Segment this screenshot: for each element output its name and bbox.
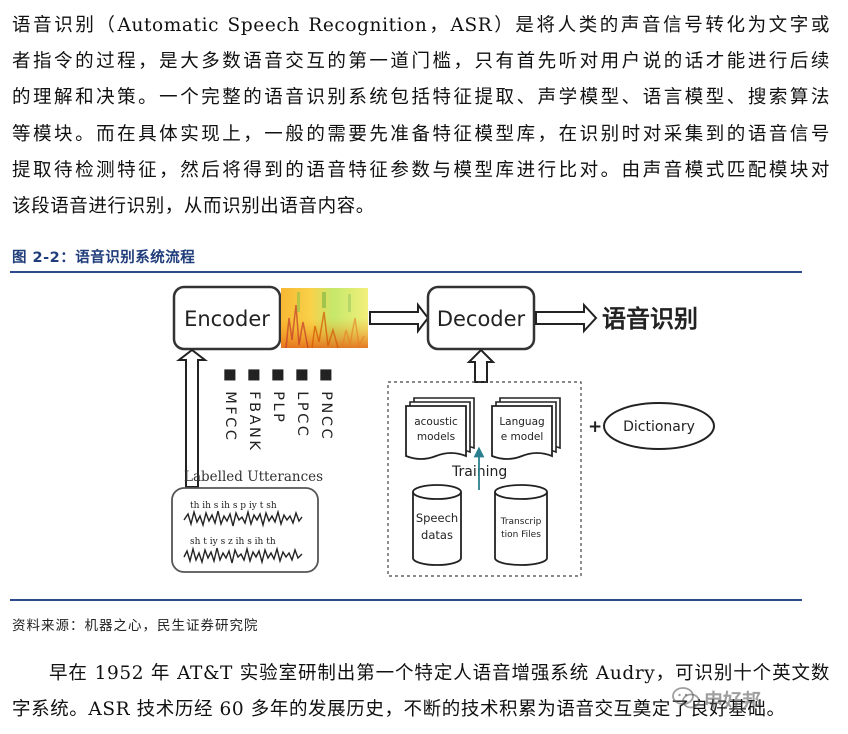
labelled-utterances-title: Labelled Utterances bbox=[184, 469, 323, 485]
transcription-label-1: Transcrip bbox=[500, 517, 542, 527]
decoder-box: Decoder bbox=[426, 285, 536, 351]
spectrogram-image bbox=[281, 288, 368, 349]
speech-datas-cylinder: Speech datas bbox=[412, 484, 462, 566]
utterances-to-encoder-arrow bbox=[176, 348, 208, 488]
intro-paragraph: 语音识别（Automatic Speech Recognition，ASR）是将… bbox=[12, 8, 830, 225]
wechat-icon bbox=[672, 687, 700, 709]
encoder-box: Encoder bbox=[172, 285, 282, 351]
labelled-utterances-box: th ih s ih s p iy t sh sh t iy s z ih s … bbox=[171, 487, 319, 573]
language-model-label-2: e model bbox=[501, 431, 544, 443]
waveform bbox=[183, 509, 303, 528]
intro-line: 者指令的过程，是大多数语音交互的第一道门槛，只有首先听对用户说的话才能进行后续 bbox=[12, 51, 830, 73]
feature-item: ■ PLP bbox=[270, 368, 286, 424]
dictionary-label: Dictionary bbox=[623, 419, 695, 435]
acoustic-models-label-1: acoustic bbox=[414, 416, 458, 428]
feature-list: ■ MFCC ■ FBANK ■ PLP ■ LPCC ■ PNCC bbox=[222, 368, 334, 452]
intro-line: 该段语音进行识别，从而识别出语音内容。 bbox=[12, 196, 375, 218]
acoustic-models-doc: acoustic models bbox=[405, 397, 475, 460]
feature-item: ■ FBANK bbox=[246, 368, 262, 452]
encoder-label: Encoder bbox=[184, 307, 270, 331]
closing-line: 早在 1952 年 AT&T 实验室研制出第一个特定人语音增强系统 Audry，… bbox=[49, 663, 830, 684]
dictionary-ellipse: Dictionary bbox=[603, 402, 715, 450]
encoder-to-decoder-arrow bbox=[369, 302, 430, 334]
decoder-to-output-arrow bbox=[535, 302, 598, 334]
training-to-decoder-arrow bbox=[466, 348, 496, 383]
acoustic-models-label-2: models bbox=[417, 431, 455, 443]
figure-top-rule bbox=[10, 271, 802, 273]
feature-item: ■ LPCC bbox=[294, 368, 310, 438]
watermark: 申好邦 bbox=[704, 690, 762, 712]
intro-line: 的理解和决策。一个完整的语音识别系统包括特征提取、声学模型、语言模型、搜索算法 bbox=[12, 87, 830, 109]
output-label: 语音识别 bbox=[602, 305, 698, 333]
closing-line: 字系统。ASR 技术历经 60 多年的发展历史，不断的技术积累为语音交互奠定了良… bbox=[12, 699, 786, 721]
transcription-label-2: tion Files bbox=[501, 530, 541, 540]
training-container bbox=[387, 381, 582, 577]
plus-sign: + bbox=[588, 417, 602, 437]
feature-item: ■ PNCC bbox=[318, 368, 334, 441]
utterance-line-1: th ih s ih s p iy t sh bbox=[190, 501, 277, 511]
speech-datas-label-1: Speech bbox=[416, 511, 458, 525]
transcription-files-cylinder: Transcrip tion Files bbox=[494, 484, 548, 566]
language-model-doc: Languag e model bbox=[491, 397, 561, 460]
intro-line: 提取待检测特征，然后将得到的语音特征参数与模型库进行比对。由声音模式匹配模块对 bbox=[12, 159, 830, 181]
figure-caption: 图 2-2：语音识别系统流程 bbox=[12, 250, 196, 266]
intro-line: 等模块。而在具体实现上，一般的需要先准备特征模型库，在识别时对采集到的语音信号 bbox=[12, 123, 830, 145]
intro-line: 语音识别（Automatic Speech Recognition，ASR）是将… bbox=[12, 15, 830, 36]
feature-item: ■ MFCC bbox=[222, 368, 238, 442]
closing-paragraph: 早在 1952 年 AT&T 实验室研制出第一个特定人语音增强系统 Audry，… bbox=[12, 656, 830, 728]
waveform bbox=[183, 546, 303, 565]
figure-bottom-rule bbox=[10, 599, 802, 601]
utterance-line-2: sh t iy s z ih s ih th bbox=[190, 537, 276, 547]
speech-datas-label-2: datas bbox=[421, 528, 453, 542]
source-note: 资料来源：机器之心，民生证券研究院 bbox=[12, 618, 259, 634]
decoder-label: Decoder bbox=[437, 307, 526, 331]
language-model-label-1: Languag bbox=[499, 416, 544, 428]
